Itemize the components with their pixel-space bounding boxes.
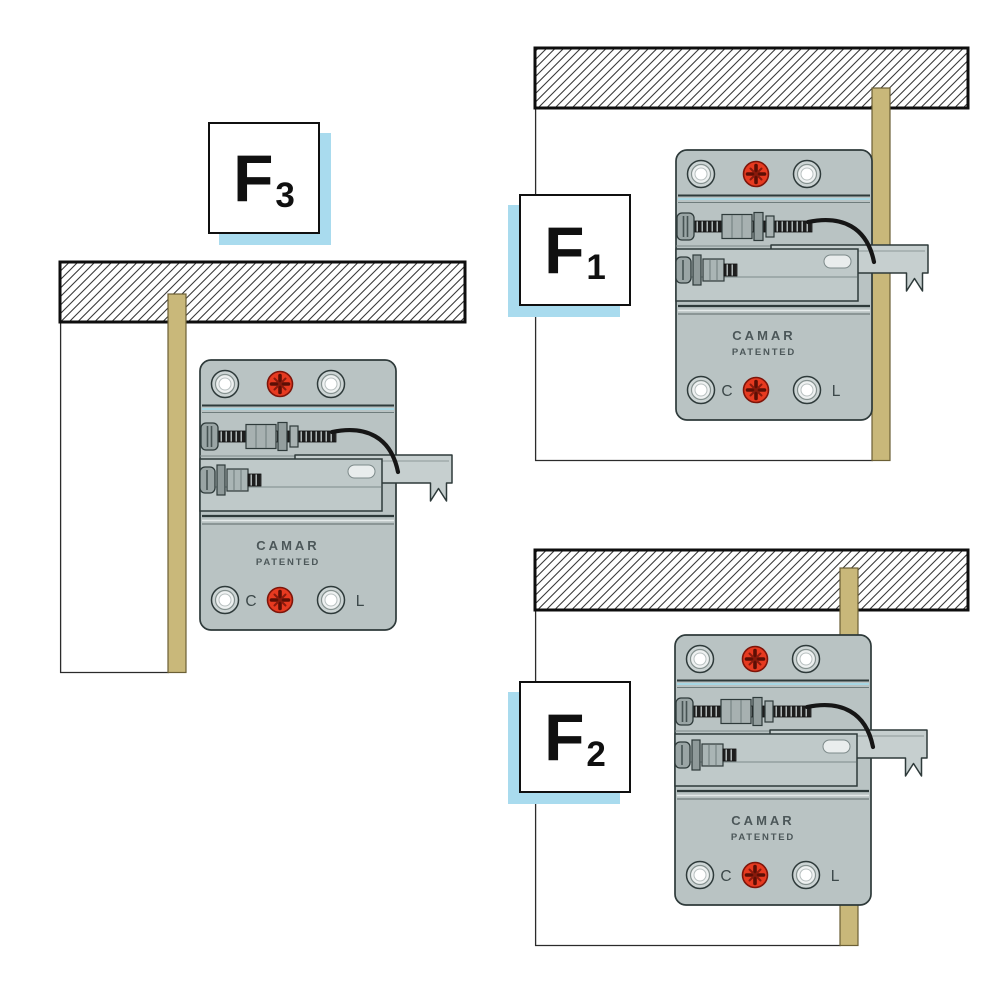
figure-letter: F — [544, 213, 585, 287]
bracket-body — [675, 635, 927, 905]
wall-hatch-f2 — [533, 548, 970, 612]
figure-f1-section: CAMAR PATENTED C L — [533, 46, 970, 462]
figure-subscript: 2 — [586, 734, 606, 774]
patented-text: PATENTED — [256, 557, 320, 568]
brand-text: CAMAR — [731, 813, 794, 828]
cam-label: C — [245, 593, 256, 610]
lever-label: L — [356, 593, 365, 610]
cam-label: C — [721, 383, 732, 400]
figure-letter: F — [233, 141, 274, 215]
bracket-f1: CAMAR PATENTED C L — [676, 150, 928, 420]
bracket-f3: CAMAR PATENTED C L — [200, 360, 452, 630]
figure-f3-section: CAMAR PATENTED C L — [58, 260, 467, 674]
lever-label: L — [832, 383, 841, 400]
figure-subscript: 1 — [586, 247, 606, 287]
cabinet-outline-f3 — [59, 322, 169, 674]
bracket-body — [200, 360, 452, 630]
patented-text: PATENTED — [732, 347, 796, 358]
cam-label: C — [720, 868, 731, 885]
wall-hatch-f3 — [58, 260, 467, 324]
lever-label: L — [831, 868, 840, 885]
figure-letter: F — [544, 700, 585, 774]
brand-text: CAMAR — [732, 328, 795, 343]
wood-panel-f3 — [167, 293, 187, 674]
figure-subscript: 3 — [275, 175, 295, 215]
brand-text: CAMAR — [256, 538, 319, 553]
patented-text: PATENTED — [731, 832, 795, 843]
wall-hatch-f1 — [533, 46, 970, 110]
bracket-f2: CAMAR PATENTED C L — [675, 635, 927, 905]
wood-panel-f1 — [871, 87, 891, 462]
